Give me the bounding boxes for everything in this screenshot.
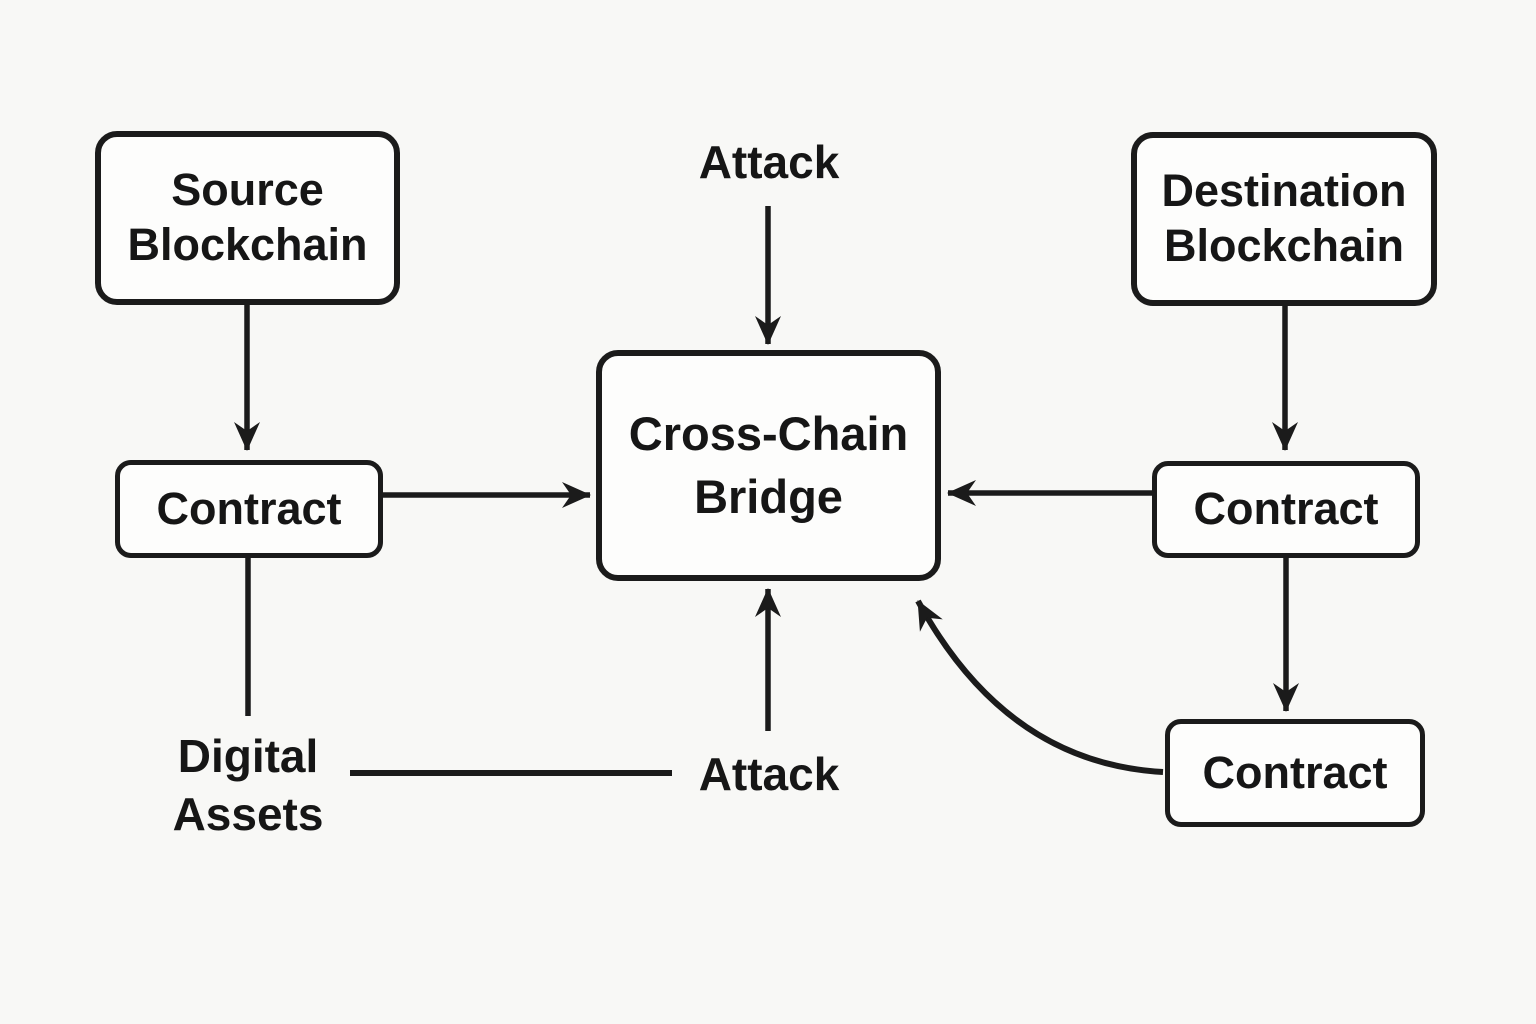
node-cross-chain-bridge: Cross-Chain Bridge [596,350,941,581]
node-contract-bottom: Contract [1165,719,1425,827]
node-contract-right-label: Contract [1193,483,1379,535]
node-contract-right: Contract [1152,461,1420,558]
node-destination-blockchain-label: Destination Blockchain [1161,165,1407,271]
edge-contract-bottom-to-bridge-curved [915,599,1164,775]
node-source-blockchain-label: Source Blockchain [127,164,368,270]
node-cross-chain-bridge-label: Cross-Chain Bridge [628,407,909,523]
label-digital-assets: Digital Assets [172,730,324,840]
node-destination-blockchain: Destination Blockchain [1131,132,1437,306]
node-contract-left: Contract [115,460,383,558]
node-source-blockchain: Source Blockchain [95,131,400,305]
label-attack-top: Attack [698,136,840,188]
label-attack-bottom: Attack [698,748,840,800]
node-contract-left-label: Contract [156,482,342,534]
node-contract-bottom-label: Contract [1202,746,1388,798]
